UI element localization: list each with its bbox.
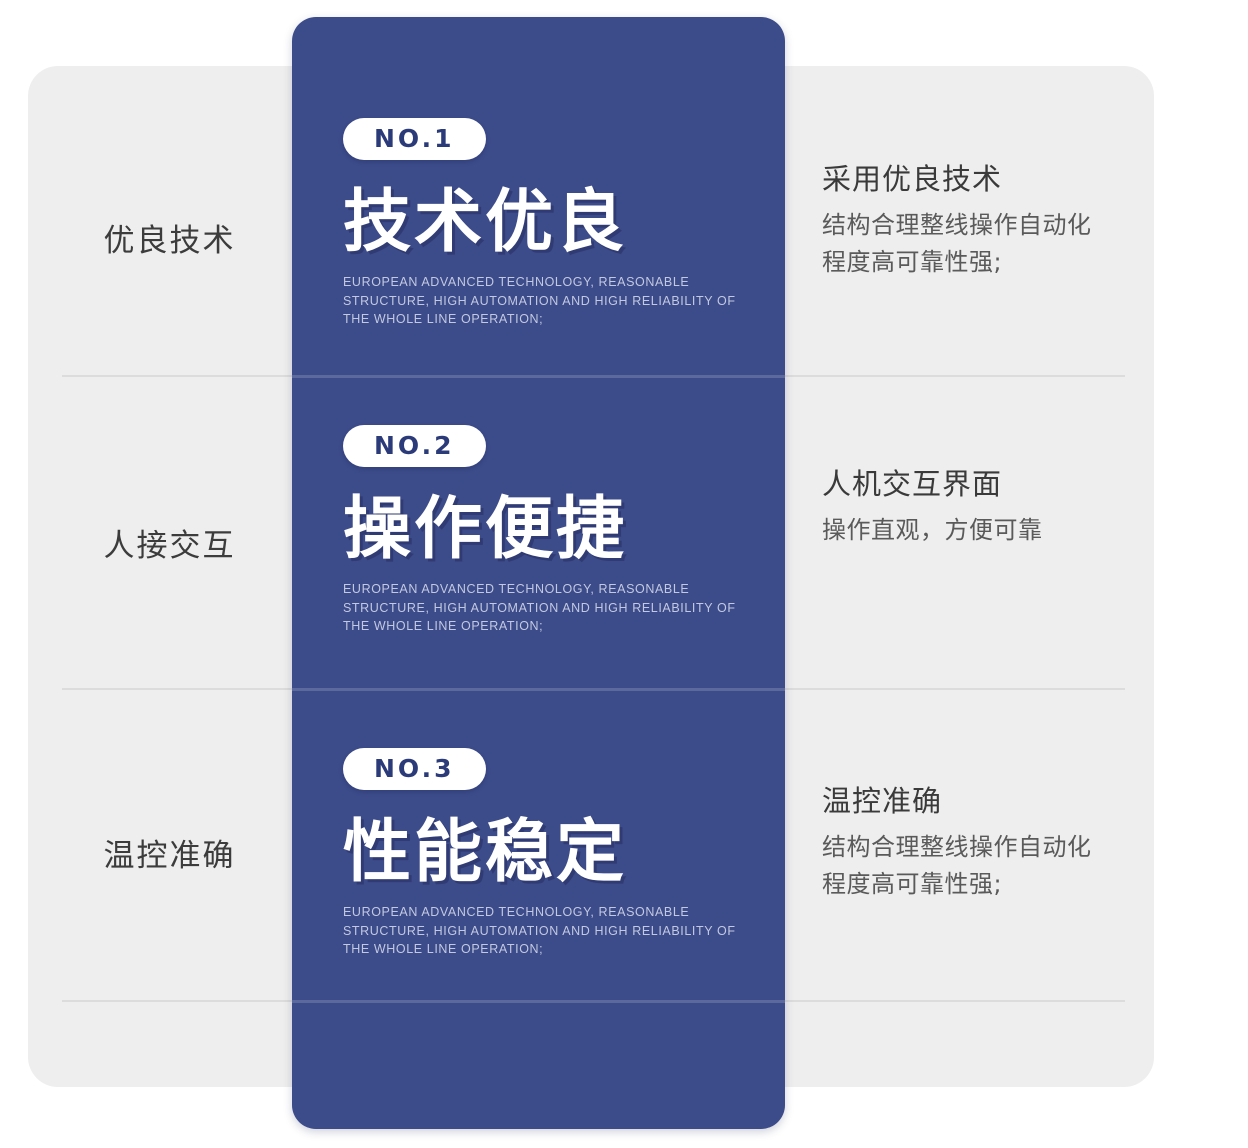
right-title-3: 温控准确: [822, 784, 943, 818]
right-title-1: 采用优良技术: [822, 162, 1003, 196]
blue-card-1: NO.1 技术优良 EUROPEAN ADVANCED TECHNOLOGY, …: [343, 118, 763, 329]
left-label-3: 温控准确: [103, 838, 236, 874]
right-desc-2: 操作直观，方便可靠: [822, 512, 1152, 548]
right-desc-line: 操作直观，方便可靠: [822, 516, 1043, 545]
blue-divider-2: [292, 688, 785, 691]
blue-divider-3: [292, 1000, 785, 1003]
blue-divider-1: [292, 375, 785, 378]
left-label-1: 优良技术: [103, 223, 236, 259]
right-title-2: 人机交互界面: [822, 467, 1003, 501]
blue-headline-1: 技术优良: [343, 183, 628, 262]
blue-subtext-1: EUROPEAN ADVANCED TECHNOLOGY, REASONABLE…: [343, 275, 736, 327]
feature-row-2: 人接交互: [0, 375, 1248, 688]
feature-row-3: 温控准确: [0, 688, 1248, 1000]
right-description-2: 人机交互界面 操作直观，方便可靠: [822, 465, 1152, 549]
blue-subtext-3: EUROPEAN ADVANCED TECHNOLOGY, REASONABLE…: [343, 905, 736, 957]
number-badge-2: NO.2: [343, 425, 486, 467]
blue-subtext-2: EUROPEAN ADVANCED TECHNOLOGY, REASONABLE…: [343, 582, 736, 634]
right-desc-line: 结构合理整线操作自动化: [822, 211, 1092, 240]
number-badge-3: NO.3: [343, 748, 486, 790]
right-description-3: 温控准确 结构合理整线操作自动化 程度高可靠性强;: [822, 782, 1152, 902]
blue-card-2: NO.2 操作便捷 EUROPEAN ADVANCED TECHNOLOGY, …: [343, 425, 763, 636]
right-desc-line: 结构合理整线操作自动化: [822, 833, 1092, 862]
right-desc-line: 程度高可靠性强;: [822, 869, 1003, 898]
blue-card-3: NO.3 性能稳定 EUROPEAN ADVANCED TECHNOLOGY, …: [343, 748, 763, 959]
number-badge-1: NO.1: [343, 118, 486, 160]
left-label-2: 人接交互: [103, 528, 236, 564]
blue-headline-2: 操作便捷: [343, 490, 628, 569]
right-desc-1: 结构合理整线操作自动化 程度高可靠性强;: [822, 207, 1152, 280]
right-description-1: 采用优良技术 结构合理整线操作自动化 程度高可靠性强;: [822, 160, 1152, 280]
right-desc-3: 结构合理整线操作自动化 程度高可靠性强;: [822, 829, 1152, 902]
right-desc-line: 程度高可靠性强;: [822, 247, 1003, 276]
blue-headline-3: 性能稳定: [343, 813, 628, 892]
feature-row-1: 优良技术: [0, 0, 1248, 375]
blue-feature-column: [292, 17, 785, 1129]
